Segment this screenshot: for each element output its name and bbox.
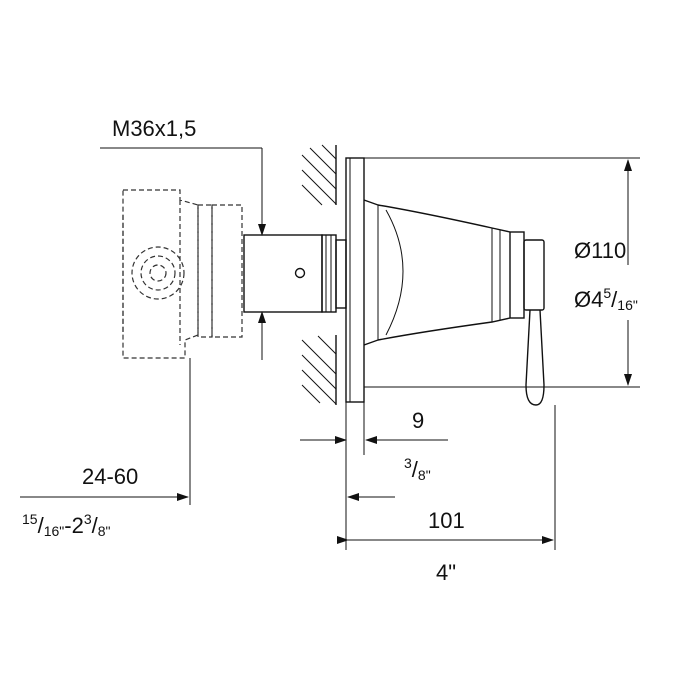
valve-body-dashed xyxy=(122,189,243,359)
wall-range-in-label: 15/16"-23/8" xyxy=(22,511,111,539)
depth-in-label: 4" xyxy=(436,560,457,585)
depth-mm-label: 101 xyxy=(428,508,465,533)
wall-hatch-bottom xyxy=(301,335,337,405)
offset-in-label: 3/8" xyxy=(404,455,431,483)
escutcheon xyxy=(345,157,365,403)
thread-label: M36x1,5 xyxy=(112,116,197,141)
wall-range-mm-label: 24-60 xyxy=(82,464,139,489)
wall-hatch-top xyxy=(301,144,337,206)
diameter-in-label: Ø45/16" xyxy=(574,285,638,313)
diameter-dimension xyxy=(364,157,640,388)
offset-mm-label: 9 xyxy=(412,408,425,433)
diameter-mm-label: Ø110 xyxy=(574,238,627,263)
thread-dimension xyxy=(100,147,266,360)
handle xyxy=(363,199,545,406)
stem xyxy=(243,234,347,313)
